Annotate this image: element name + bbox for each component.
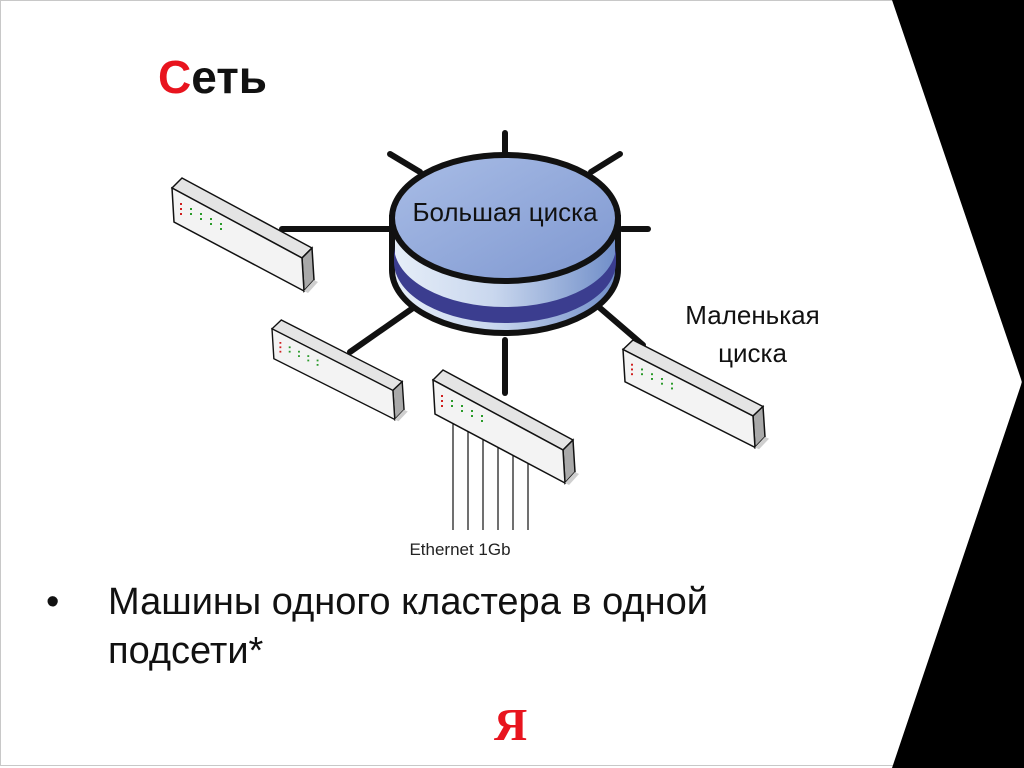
switch-top-left <box>171 177 319 294</box>
title-rest: еть <box>191 51 268 103</box>
title-first-letter: С <box>158 51 192 103</box>
bullet-symbol: • <box>46 581 60 623</box>
link-switch-4 <box>597 305 646 348</box>
spoke-top-right <box>588 151 623 175</box>
hub-label: Большая циска <box>412 197 598 227</box>
spoke-top-left <box>387 151 423 175</box>
bullet-text: Машины одного кластера в одной подсети* <box>108 581 708 672</box>
link-switch-2 <box>347 305 416 355</box>
ethernet-cables <box>452 418 529 530</box>
yandex-logo: Я <box>494 699 528 750</box>
slide-title: Сеть <box>158 50 267 104</box>
switch-middle-left <box>271 319 409 422</box>
hub-big-switch <box>389 152 621 336</box>
chevron-arrow-decoration <box>892 0 1024 768</box>
small-switch-label: Маленькая циска <box>685 300 820 368</box>
ethernet-label: Ethernet 1Gb <box>409 540 511 559</box>
